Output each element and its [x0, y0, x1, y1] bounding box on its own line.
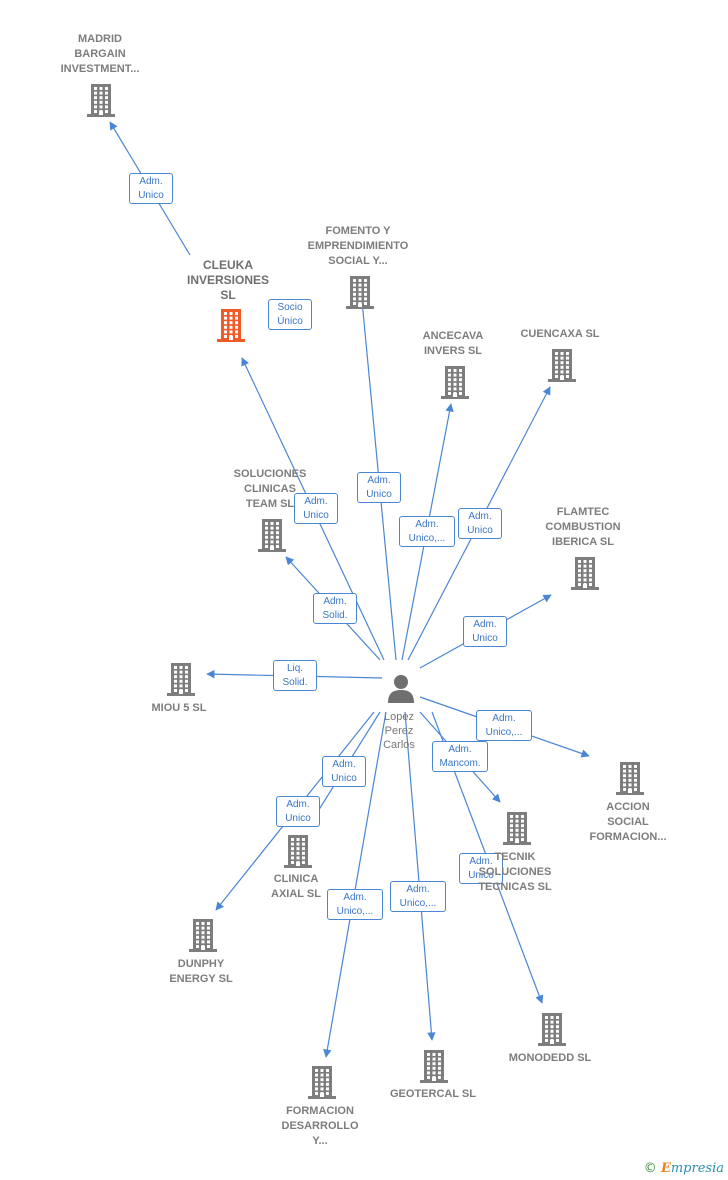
edge-label-tecnik[interactable]: Adm. Mancom.	[432, 741, 488, 772]
node-label-soluciones[interactable]: SOLUCIONES CLINICAS TEAM SL	[233, 467, 307, 510]
edge-label-cleuka[interactable]: Socio Único	[268, 299, 312, 330]
edge-label-soluciones[interactable]: Adm. Solid.	[313, 593, 357, 624]
building-icon[interactable]	[613, 760, 647, 796]
node-label-geotercal[interactable]: GEOTERCAL SL	[390, 1087, 476, 1100]
edge-label-formacion[interactable]: Adm. Unico,...	[327, 889, 383, 920]
person-label[interactable]: Lopez Perez Carlos	[383, 711, 415, 751]
node-label-cleuka[interactable]: CLEUKA INVERSIONES SL	[186, 257, 270, 302]
edge-label-cuencaxa[interactable]: Adm. Unico	[458, 508, 502, 539]
edge-geotercal	[404, 711, 436, 1041]
building-icon[interactable]	[500, 810, 534, 846]
node-label-madrid[interactable]: MADRID BARGAIN INVESTMENT...	[60, 32, 140, 75]
edge-label-fomento[interactable]: Adm. Unico	[357, 472, 401, 503]
person-icon[interactable]	[386, 673, 416, 703]
node-label-fomento[interactable]: FOMENTO Y EMPRENDIMIENTO SOCIAL Y...	[307, 224, 409, 267]
node-label-dunphy[interactable]: DUNPHY ENERGY SL	[169, 958, 233, 985]
edge-label-monodedd[interactable]: Adm. Unico	[459, 853, 503, 884]
building-icon[interactable]	[568, 555, 602, 591]
edge-label-cleuka[interactable]: Adm. Unico	[294, 493, 338, 524]
node-label-cuencaxa[interactable]: CUENCAXA SL	[520, 327, 600, 340]
building-icon[interactable]	[281, 833, 315, 869]
edge-label-clinica[interactable]: Adm. Unico	[322, 756, 366, 787]
building-icon[interactable]	[186, 917, 220, 953]
node-label-clinica[interactable]: CLINICA AXIAL SL	[271, 873, 321, 900]
edge-label-flamtec[interactable]: Adm. Unico	[463, 616, 507, 647]
edge-formacion	[323, 711, 387, 1058]
edge-label-accion[interactable]: Adm. Unico,...	[476, 710, 532, 741]
edge-label-miou[interactable]: Liq. Solid.	[273, 660, 317, 691]
empresia-logo: © Empresia	[643, 1161, 724, 1176]
building-icon[interactable]	[438, 364, 472, 400]
node-label-monodedd[interactable]: MONODEDD SL	[508, 1051, 592, 1064]
building-icon[interactable]	[545, 347, 579, 383]
building-icon[interactable]	[164, 661, 198, 697]
node-label-miou[interactable]: MIOU 5 SL	[151, 701, 207, 714]
building-icon[interactable]	[417, 1048, 451, 1084]
edge-label-dunphy[interactable]: Adm. Unico	[276, 796, 320, 827]
node-label-accion[interactable]: ACCION SOCIAL FORMACION...	[589, 800, 667, 843]
node-label-formacion[interactable]: FORMACION DESARROLLO Y...	[281, 1104, 359, 1147]
building-icon[interactable]	[255, 517, 289, 553]
edge-label-geotercal[interactable]: Adm. Unico,...	[390, 881, 446, 912]
building-icon[interactable]	[305, 1064, 339, 1100]
node-label-flamtec[interactable]: FLAMTEC COMBUSTION IBERICA SL	[545, 505, 621, 548]
node-label-ancecava[interactable]: ANCECAVA INVERS SL	[422, 330, 484, 357]
building-icon[interactable]	[535, 1011, 569, 1047]
building-icon[interactable]	[214, 307, 248, 343]
node-label-tecnik[interactable]: TECNIK SOLUCIONES TECNICAS SL	[478, 850, 552, 893]
building-icon[interactable]	[343, 274, 377, 310]
edge-label-ancecava[interactable]: Adm. Unico,...	[399, 516, 455, 547]
building-icon[interactable]	[84, 82, 118, 118]
edge-label-madrid[interactable]: Adm. Unico	[129, 173, 173, 204]
